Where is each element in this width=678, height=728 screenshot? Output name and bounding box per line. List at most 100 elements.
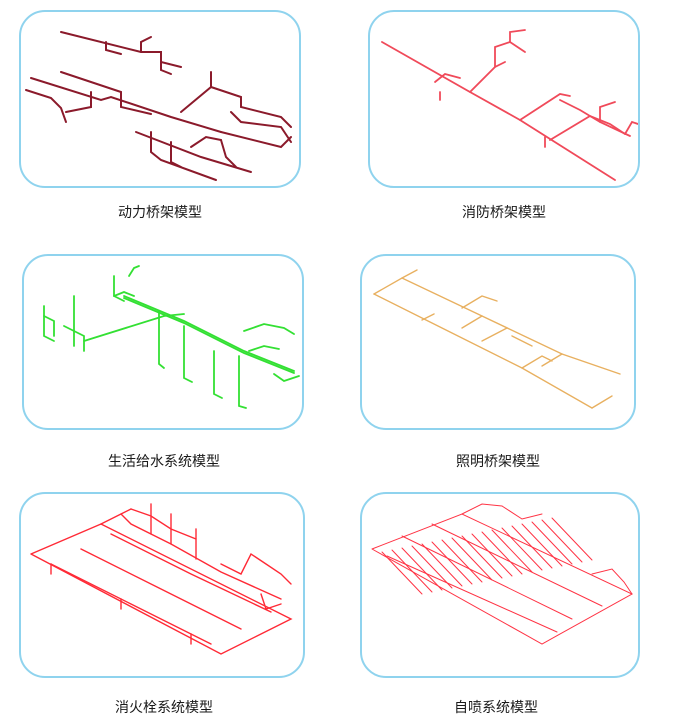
hydrant-drawing <box>30 503 293 655</box>
power-tray-run <box>65 91 92 113</box>
fire-tray-run <box>381 41 506 94</box>
caption-power-tray: 动力桥架模型 <box>118 205 202 221</box>
sprinkler-branch <box>441 539 483 583</box>
hydrant-pipe-run <box>130 508 197 540</box>
power-tray-run <box>220 131 292 149</box>
sprinkler-branch <box>431 523 603 607</box>
power-tray-run <box>190 135 222 148</box>
water-pipe-run <box>43 315 55 337</box>
power-tray-run <box>60 31 182 68</box>
sprinkler-branch <box>411 545 453 589</box>
water-pipe-run <box>158 310 165 369</box>
water-pipe-run <box>248 345 280 352</box>
lighting-tray-run <box>481 327 508 342</box>
water-pipe-run <box>63 325 85 352</box>
power-tray-run <box>210 86 292 128</box>
hydrant-pipe-run <box>120 513 282 600</box>
fire-tray-run <box>434 73 461 83</box>
power-tray-run <box>60 71 152 115</box>
sprinkler-branch <box>521 523 563 567</box>
water-pipe-run <box>183 325 193 383</box>
sprinkler-branch <box>591 568 633 595</box>
water-pipe-run <box>128 265 140 277</box>
fire-tray-run <box>599 101 616 123</box>
fire-tray-run <box>509 29 526 43</box>
lighting-tray-run <box>541 353 563 367</box>
sprinkler-branch <box>461 503 503 515</box>
caption-fire-tray: 消防桥架模型 <box>462 205 546 221</box>
sprinkler-branch <box>551 517 593 561</box>
water-pipe-run <box>83 313 185 342</box>
water-pipe-run <box>238 355 247 409</box>
sprinkler-branch <box>421 543 463 587</box>
power-tray-run <box>230 111 292 143</box>
fire-tray-run <box>519 93 571 121</box>
hydrant-pipe-run <box>80 548 242 630</box>
power-tray-run <box>140 36 152 53</box>
lighting-tray-run <box>373 293 593 409</box>
fire-tray-run <box>509 41 526 53</box>
fire-tray-run <box>494 41 511 68</box>
lighting-tray-run <box>461 315 483 329</box>
power-tray-run <box>160 61 172 75</box>
model-panel-water-supply <box>22 254 304 430</box>
sprinkler-branch <box>501 505 543 520</box>
sprinkler-branch <box>511 525 553 569</box>
water-pipe-run <box>123 297 295 374</box>
sprinkler-branch <box>501 527 543 571</box>
power-tray-run <box>150 131 217 181</box>
sprinkler-branch <box>401 547 443 591</box>
sprinkler-branch <box>391 549 433 593</box>
sprinkler-branch <box>401 535 573 620</box>
sprinkler-branch <box>371 513 634 645</box>
hydrant-pipe-run <box>260 593 282 610</box>
model-panel-fire-tray <box>368 10 640 188</box>
lighting-tray-run <box>373 277 621 375</box>
power-tray-run <box>30 77 222 133</box>
power-tray-run <box>105 41 122 55</box>
hydrant-pipe-run <box>220 552 292 585</box>
sprinkler-branch <box>386 555 558 633</box>
sprinkler-drawing <box>371 503 634 645</box>
sprinkler-branch <box>451 537 493 581</box>
water-pipe-run <box>123 295 295 372</box>
hydrant-pipe-run <box>30 523 293 655</box>
water-supply-drawing <box>43 265 300 409</box>
caption-lighting-tray: 照明桥架模型 <box>456 454 540 470</box>
fire-tray-run <box>549 114 626 141</box>
sprinkler-branch <box>481 531 523 575</box>
hydrant-pipe-run <box>110 533 272 613</box>
water-pipe-run <box>113 275 125 302</box>
caption-hydrant: 消火栓系统模型 <box>115 700 213 716</box>
caption-water-supply: 生活给水系统模型 <box>108 454 220 470</box>
hydrant-pipe-run <box>100 508 132 525</box>
water-pipe-run <box>113 291 135 297</box>
sprinkler-branch <box>491 529 533 573</box>
model-panel-hydrant <box>19 492 305 678</box>
power-tray-run <box>25 89 67 123</box>
water-pipe-run <box>243 323 295 335</box>
lighting-tray-run <box>591 395 613 409</box>
fire-tray-run <box>624 120 638 135</box>
lighting-tray-run <box>461 295 498 309</box>
power-tray-run <box>180 71 212 113</box>
hydrant-pipe-run <box>50 563 212 645</box>
sprinkler-branch <box>461 535 503 579</box>
power-tray-drawing <box>25 31 292 181</box>
model-panel-power-tray <box>19 10 301 188</box>
water-pipe-run <box>213 350 223 399</box>
model-panel-sprinkler <box>360 492 640 678</box>
lighting-tray-run <box>511 335 533 347</box>
lighting-tray-run <box>521 355 553 369</box>
sprinkler-branch <box>541 519 583 563</box>
lighting-tray-run <box>421 313 435 321</box>
water-pipe-run <box>43 305 55 342</box>
water-pipe-run <box>273 373 300 382</box>
power-tray-run <box>135 131 252 173</box>
sprinkler-branch <box>471 533 513 577</box>
sprinkler-branch <box>381 551 423 595</box>
lighting-tray-run <box>401 269 418 279</box>
model-panel-lighting-tray <box>360 254 636 430</box>
caption-sprinkler: 自喷系统模型 <box>454 700 538 716</box>
sprinkler-branch <box>531 521 573 565</box>
